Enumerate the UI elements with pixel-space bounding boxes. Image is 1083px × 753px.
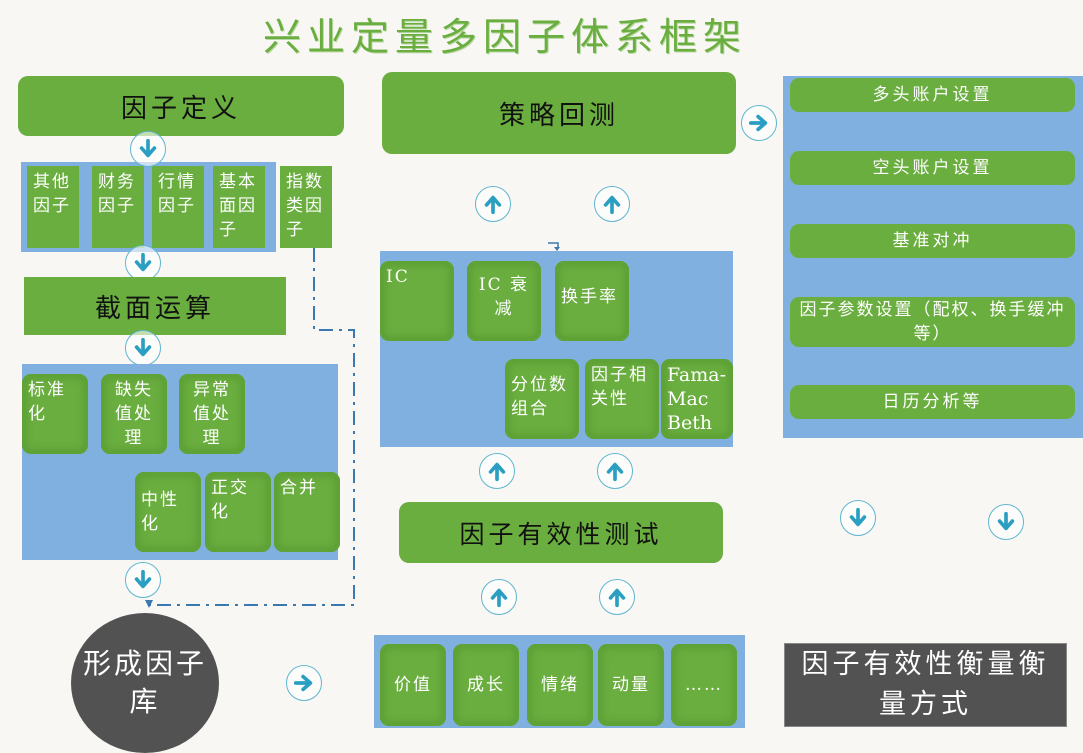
metric-label: 分位数组合 xyxy=(511,375,568,419)
arrow-up-circle-icon xyxy=(599,579,635,615)
effectiveness-test-header: 因子有效性测试 xyxy=(399,502,723,563)
cross-section-step: 标准化 xyxy=(22,374,88,454)
arrow-down-circle-icon xyxy=(988,504,1024,540)
metric-tile: IC 衰减 xyxy=(467,261,541,341)
backtest-setting-item: 空头账户设置 xyxy=(790,151,1075,185)
index-factor-tile: 指数类因子 xyxy=(280,166,332,248)
metric-tile: 换手率 xyxy=(555,261,629,341)
cross-section-step: 合并 xyxy=(274,472,340,552)
arrow-down-circle-icon xyxy=(840,500,876,536)
cross-section-step: 正交化 xyxy=(205,472,271,552)
metric-label: Fama-Mac Beth xyxy=(667,364,726,434)
arrow-up-circle-icon xyxy=(475,186,511,222)
factor-type-tile: 成长 xyxy=(453,644,519,726)
arrow-right-circle-icon xyxy=(741,105,777,141)
factor-category-tile: 行情因子 xyxy=(152,166,204,248)
factor-type-tile: 动量 xyxy=(598,644,664,726)
diagram-title: 兴业定量多因子体系框架 xyxy=(262,15,747,59)
factor-type-tile: 情绪 xyxy=(527,644,593,726)
cross-section-header: 截面运算 xyxy=(24,277,286,335)
arrow-right-circle-icon xyxy=(286,665,322,701)
arrow-down-circle-icon xyxy=(125,245,161,281)
metric-tile: 分位数组合 xyxy=(505,359,579,439)
factor-category-tile: 财务因子 xyxy=(92,166,144,248)
cross-section-step: 缺失值处理 xyxy=(101,374,167,454)
factor-definition-header: 因子定义 xyxy=(18,76,344,136)
factor-type-tile: …… xyxy=(671,644,737,726)
arrow-up-circle-icon xyxy=(481,579,517,615)
measurement-method-box: 因子有效性衡量衡量方式 xyxy=(784,643,1067,727)
backtest-setting-item: 多头账户设置 xyxy=(790,78,1075,112)
arrow-up-circle-icon xyxy=(594,186,630,222)
backtest-setting-item: 日历分析等 xyxy=(790,385,1075,419)
factor-category-tile: 其他因子 xyxy=(27,166,79,248)
arrow-up-circle-icon xyxy=(597,453,633,489)
metric-label: 因子相关性 xyxy=(591,365,648,409)
metric-tile: 因子相关性 xyxy=(585,359,659,439)
strategy-backtest-header: 策略回测 xyxy=(382,72,736,154)
backtest-setting-item: 基准对冲 xyxy=(790,224,1075,258)
factor-library-node: 形成因子库 xyxy=(71,613,219,753)
factor-category-tile: 基本面因子 xyxy=(213,166,265,248)
arrow-down-circle-icon xyxy=(130,131,166,167)
metric-tile: IC xyxy=(380,261,454,341)
cross-section-step: 中性化 xyxy=(135,472,201,552)
factor-type-tile: 价值 xyxy=(380,644,446,726)
arrow-up-circle-icon xyxy=(479,453,515,489)
arrow-down-circle-icon xyxy=(125,562,161,598)
backtest-setting-item: 因子参数设置（配权、换手缓冲等） xyxy=(790,297,1075,347)
metric-tile: Fama-Mac Beth xyxy=(661,359,733,439)
cross-section-step: 异常值处理 xyxy=(179,374,245,454)
